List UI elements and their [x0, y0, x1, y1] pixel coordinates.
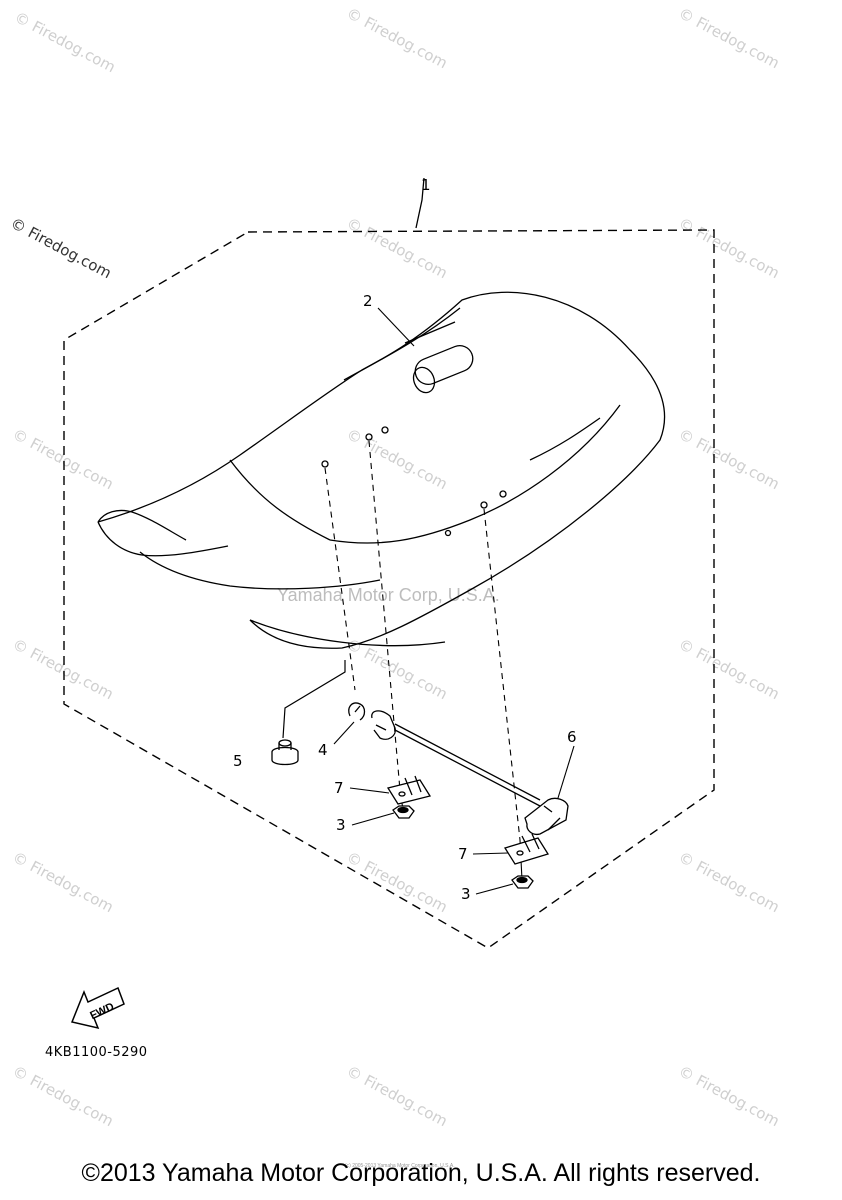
clip-part-4 — [348, 702, 366, 721]
callout-5: 5 — [233, 752, 243, 770]
damper-part-5 — [271, 739, 299, 766]
bracket-part-7 — [386, 775, 550, 865]
callout-1: 1 — [421, 176, 431, 194]
fwd-arrow-icon: FWD — [70, 986, 125, 1030]
center-watermark: Yamaha Motor Corp, U.S.A. — [277, 585, 500, 605]
leader-line-6 — [557, 745, 575, 799]
callout-2: 2 — [363, 292, 373, 310]
leader-line-2 — [377, 307, 415, 347]
leader-line-4 — [333, 721, 355, 745]
callout-3b: 3 — [461, 885, 471, 903]
nut-part-3 — [392, 805, 534, 889]
callout-4: 4 — [318, 741, 328, 759]
leader-line-7b — [472, 852, 509, 855]
leader-line-3b — [475, 883, 514, 895]
callout-7a: 7 — [334, 779, 344, 797]
part-code: 4KB1100-5290 — [45, 1045, 148, 1060]
callout-3a: 3 — [336, 816, 346, 834]
leader-line-3a — [351, 812, 395, 826]
seat-lock-rod — [371, 710, 569, 836]
copyright-notice: ©2013 Yamaha Motor Corporation, U.S.A. A… — [81, 1159, 761, 1187]
leader-line-1 — [415, 177, 425, 229]
callout-7b: 7 — [458, 845, 468, 863]
seat — [97, 291, 666, 649]
fine-print: (c) 2005-2013 Yamaha Motor Corporation, … — [345, 1163, 455, 1169]
assembly-boundary — [63, 229, 715, 949]
leader-line-5 — [282, 660, 346, 739]
leader-line-7a — [349, 787, 390, 794]
callout-6: 6 — [567, 728, 577, 746]
